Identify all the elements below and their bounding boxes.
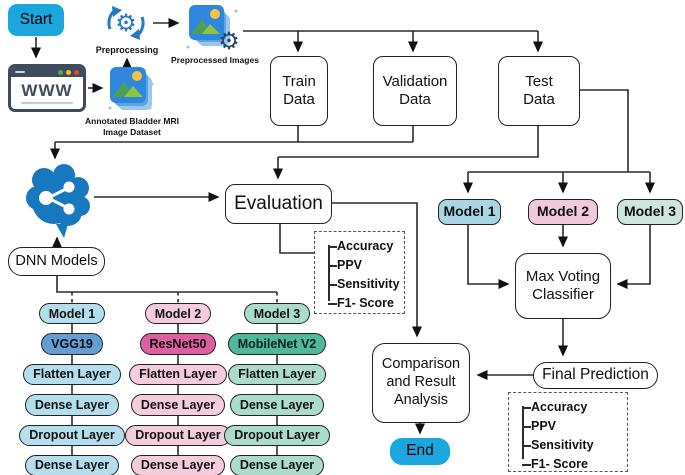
- dnn-models-node: DNN Models: [8, 247, 105, 276]
- dataset-icon: [106, 64, 158, 116]
- final-prediction-node: Final Prediction: [533, 362, 658, 389]
- model2-column: Model 2 ResNet50 Flatten Layer Dense Lay…: [118, 303, 238, 475]
- svg-text:⚙: ⚙: [218, 27, 240, 55]
- preprocessing-caption: Preprocessing: [95, 45, 159, 55]
- model3-pill: Model 3: [243, 303, 311, 325]
- model1-layer-dense1: Dense Layer: [24, 394, 120, 416]
- metric-f1score: F1- Score: [522, 455, 623, 474]
- model1-arch-pill: VGG19: [41, 333, 103, 355]
- browser-dot-yellow-icon: [66, 69, 71, 75]
- right-model2-pill: Model 2: [528, 199, 598, 225]
- svg-text:⚙: ⚙: [115, 9, 137, 37]
- model2-layer-dropout: Dropout Layer: [125, 424, 231, 446]
- dnn-brain-icon: [24, 162, 92, 242]
- model2-pill: Model 2: [144, 303, 212, 325]
- model1-column: Model 1 VGG19 Flatten Layer Dense Layer …: [12, 303, 132, 475]
- model3-layer-flatten: Flatten Layer: [228, 363, 326, 386]
- metric-accuracy: Accuracy: [328, 237, 400, 256]
- browser-dot-red-icon: [74, 69, 79, 75]
- metric-ppv: PPV: [328, 256, 400, 275]
- browser-underline: [21, 102, 73, 104]
- test-data-node: Test Data: [498, 56, 580, 126]
- browser-titlebar: [11, 67, 83, 77]
- start-node: Start: [8, 4, 64, 36]
- model3-layer-dense2: Dense Layer: [229, 454, 325, 475]
- metrics-bracket: [522, 406, 524, 459]
- preprocessed-images-icon: ⚙: [184, 3, 242, 55]
- metric-sensitivity: Sensitivity: [522, 436, 623, 455]
- model2-layer-flatten: Flatten Layer: [129, 363, 227, 386]
- model2-layer-dense1: Dense Layer: [130, 394, 226, 416]
- evaluation-node: Evaluation: [225, 184, 332, 224]
- model1-layer-dropout: Dropout Layer: [19, 424, 125, 446]
- model3-layer-dense1: Dense Layer: [229, 394, 325, 416]
- model2-arch-pill: ResNet50: [139, 333, 217, 355]
- browser-menu-dash: [15, 70, 25, 74]
- www-label: WWW: [21, 81, 73, 100]
- model1-layer-dense2: Dense Layer: [24, 454, 120, 475]
- model2-layer-dense2: Dense Layer: [130, 454, 226, 475]
- metric-sensitivity: Sensitivity: [328, 275, 400, 294]
- model3-layer-dropout: Dropout Layer: [224, 424, 330, 446]
- right-model1-pill: Model 1: [438, 199, 501, 225]
- preprocessing-icon: ⚙: [100, 0, 152, 46]
- model1-layer-flatten: Flatten Layer: [23, 363, 121, 386]
- dataset-caption: Annotated Bladder MRI Image Dataset: [85, 116, 179, 137]
- metric-ppv: PPV: [522, 417, 623, 436]
- model1-pill: Model 1: [38, 303, 106, 325]
- browser-icon: WWW: [8, 64, 86, 112]
- validation-data-node: Validation Data: [373, 56, 457, 126]
- max-voting-classifier-node: Max Voting Classifier: [515, 253, 611, 319]
- metric-f1score: F1- Score: [328, 294, 400, 313]
- comparison-node: Comparison and Result Analysis: [372, 343, 470, 423]
- final-metrics-box: Accuracy PPV Sensitivity F1- Score: [508, 392, 628, 472]
- train-data-node: Train Data: [270, 56, 328, 126]
- model3-column: Model 3 MobileNet V2 Flatten Layer Dense…: [217, 303, 337, 475]
- preprocessed-caption: Preprocessed Images: [171, 55, 259, 65]
- metric-accuracy: Accuracy: [522, 398, 623, 417]
- end-node: End: [390, 438, 450, 465]
- browser-dot-green-icon: [58, 69, 63, 75]
- metrics-bracket: [328, 245, 330, 301]
- model3-arch-pill: MobileNet V2: [227, 333, 327, 355]
- right-model3-pill: Model 3: [617, 199, 683, 225]
- evaluation-metrics-box: Accuracy PPV Sensitivity F1- Score: [314, 231, 405, 314]
